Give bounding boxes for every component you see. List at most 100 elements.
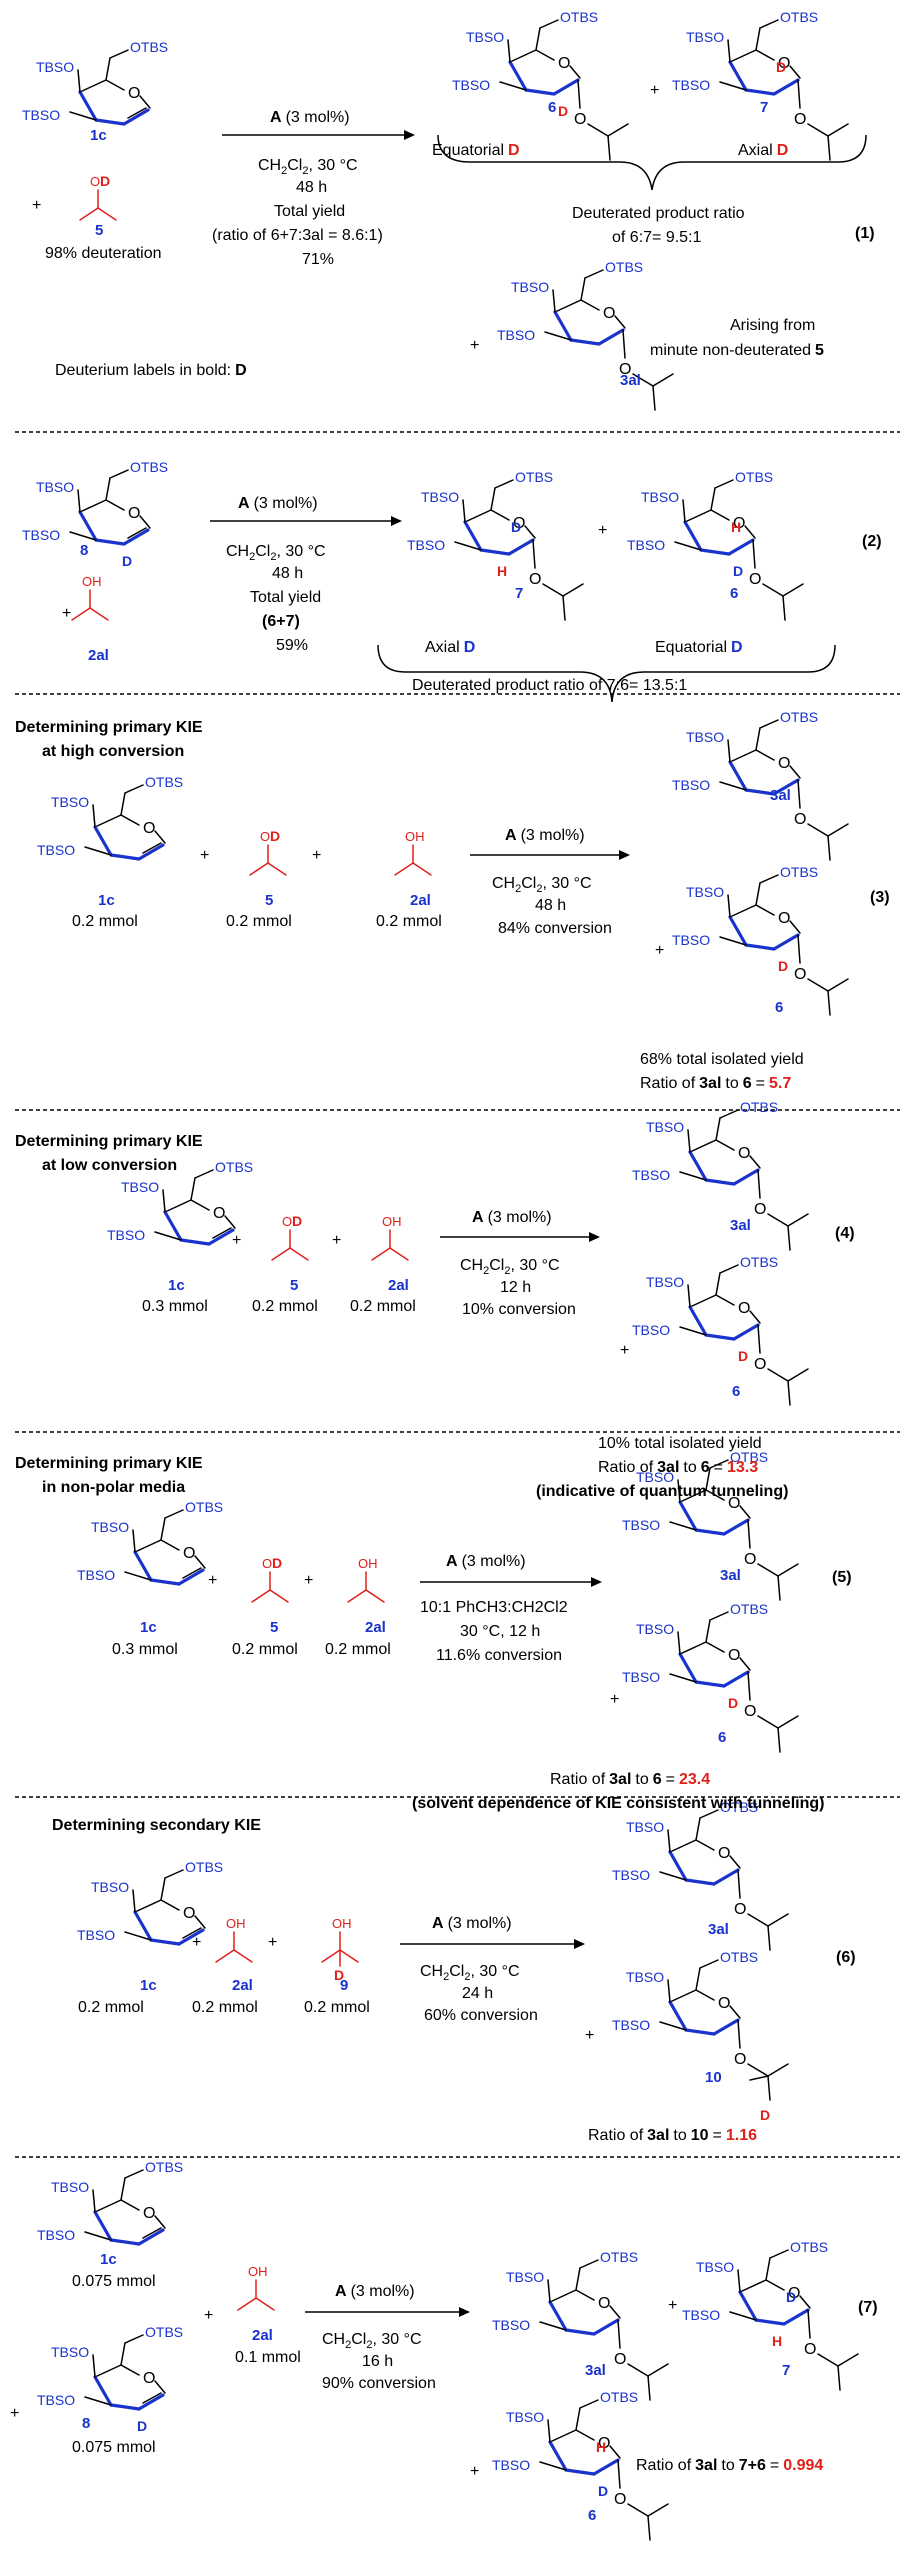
svg-text:0.2 mmol: 0.2 mmol: [226, 913, 292, 930]
deuterium-label: D: [598, 2483, 608, 2499]
glycoside-oxygen-label: O: [754, 1356, 766, 1373]
svg-text:2al: 2al: [365, 1619, 386, 1636]
glycoside-oxygen-label: O: [804, 2341, 816, 2358]
ring-oxygen-label: O: [603, 305, 615, 322]
deuterium-label: D: [272, 1555, 282, 1571]
ring-oxygen-label: O: [128, 505, 140, 522]
tbso-label: TBSO: [612, 2017, 650, 2033]
ring-oxygen-label: O: [143, 820, 155, 837]
svg-text:(indicative of quantum tunneli: (indicative of quantum tunneling): [536, 1483, 788, 1500]
otbs-label: OTBS: [560, 9, 598, 25]
glycoside-oxygen-label: O: [794, 811, 806, 828]
deuterium-label: D: [778, 958, 788, 974]
svg-text:0.2 mmol: 0.2 mmol: [78, 1999, 144, 2016]
hydroxyl-label: OH: [332, 1916, 352, 1931]
svg-text:Deuterium labels in bold:D: Deuterium labels in bold:D: [55, 362, 247, 379]
svg-text:2al: 2al: [388, 1277, 409, 1294]
svg-text:+: +: [332, 1232, 341, 1249]
tbso-label: TBSO: [51, 2179, 89, 2195]
svg-text:5: 5: [265, 892, 273, 909]
otbs-label: OTBS: [780, 864, 818, 880]
tbso-label: TBSO: [511, 279, 549, 295]
svg-text:+: +: [304, 1572, 313, 1589]
tbso-label: TBSO: [452, 77, 490, 93]
svg-text:3al: 3al: [730, 1217, 751, 1234]
svg-text:+: +: [470, 2463, 479, 2480]
svg-text:10: 10: [705, 2069, 722, 2086]
svg-text:0.3 mmol: 0.3 mmol: [142, 1298, 208, 1315]
svg-text:Determining primary KIE: Determining primary KIE: [15, 719, 203, 736]
glycoside-oxygen-label: O: [619, 361, 631, 378]
svg-text:7: 7: [782, 2362, 790, 2379]
svg-text:0.2 mmol: 0.2 mmol: [232, 1641, 298, 1658]
experiment-6: Determining secondary KIE 1c 0.2 mmol + …: [52, 1817, 856, 2144]
otbs-label: OTBS: [130, 459, 168, 475]
deuterium-label: D: [137, 2418, 147, 2434]
hydroxyl-label: O: [260, 829, 270, 844]
svg-text:48 h: 48 h: [272, 565, 303, 582]
svg-text:+: +: [62, 605, 71, 622]
isopropanol-structure: OH: [347, 1556, 385, 1603]
svg-text:+: +: [650, 82, 659, 99]
svg-text:(5): (5): [832, 1569, 852, 1586]
svg-text:10% conversion: 10% conversion: [462, 1301, 576, 1318]
tbso-label: TBSO: [612, 1867, 650, 1883]
svg-text:6: 6: [718, 1729, 726, 1746]
tbso-label: TBSO: [121, 1179, 159, 1195]
tbso-label: TBSO: [37, 2227, 75, 2243]
isopropanol-structure: OH: [371, 1214, 409, 1261]
isopropanol-structure: OHD: [321, 1916, 359, 1983]
ring-oxygen-label: O: [738, 1145, 750, 1162]
svg-text:11.6% conversion: 11.6% conversion: [436, 1647, 562, 1664]
tbso-label: TBSO: [36, 479, 74, 495]
tbso-label: TBSO: [37, 842, 75, 858]
section-dividers: [15, 431, 900, 2158]
svg-text:16 h: 16 h: [362, 2353, 393, 2370]
svg-text:98% deuteration: 98% deuteration: [45, 245, 162, 262]
product-braces: [377, 134, 867, 703]
svg-text:+: +: [668, 2297, 677, 2314]
svg-text:1c: 1c: [168, 1277, 185, 1294]
svg-text:10:1 PhCH3:CH2Cl2: 10:1 PhCH3:CH2Cl2: [420, 1599, 568, 1616]
hydroxyl-label: O: [282, 1214, 292, 1229]
svg-text:24 h: 24 h: [462, 1985, 493, 2002]
glycoside-oxygen-label: O: [734, 2051, 746, 2068]
tbso-label: TBSO: [51, 2344, 89, 2360]
otbs-label: OTBS: [600, 2389, 638, 2405]
svg-text:2al: 2al: [410, 892, 431, 909]
svg-text:A(3 mol%): A(3 mol%): [270, 109, 350, 126]
svg-text:1c: 1c: [140, 1977, 157, 1994]
svg-text:Deuterated product ratio of 7:: Deuterated product ratio of 7:6= 13.5:1: [412, 677, 687, 694]
ring-oxygen-label: O: [128, 85, 140, 102]
svg-text:6: 6: [732, 1383, 740, 1400]
svg-text:84% conversion: 84% conversion: [498, 920, 612, 937]
glycoside-oxygen-label: O: [749, 571, 761, 588]
otbs-label: OTBS: [730, 1601, 768, 1617]
svg-text:5: 5: [95, 222, 103, 239]
svg-text:0.3 mmol: 0.3 mmol: [112, 1641, 178, 1658]
tbso-label: TBSO: [632, 1167, 670, 1183]
otbs-label: OTBS: [740, 1099, 778, 1115]
hydroxyl-label: OH: [226, 1916, 246, 1931]
ring-oxygen-label: O: [718, 1845, 730, 1862]
svg-text:(6+7): (6+7): [262, 613, 300, 630]
svg-text:+: +: [192, 1934, 201, 1951]
tbso-label: TBSO: [622, 1517, 660, 1533]
svg-text:(6): (6): [836, 1949, 856, 1966]
svg-text:0.2 mmol: 0.2 mmol: [192, 1999, 258, 2016]
experiment-7: 1c 0.075 mmol + 2al 0.1 mmol + 8 0.075 m…: [10, 2251, 878, 2524]
svg-text:2al: 2al: [88, 647, 109, 664]
svg-text:0.075 mmol: 0.075 mmol: [72, 2439, 156, 2456]
